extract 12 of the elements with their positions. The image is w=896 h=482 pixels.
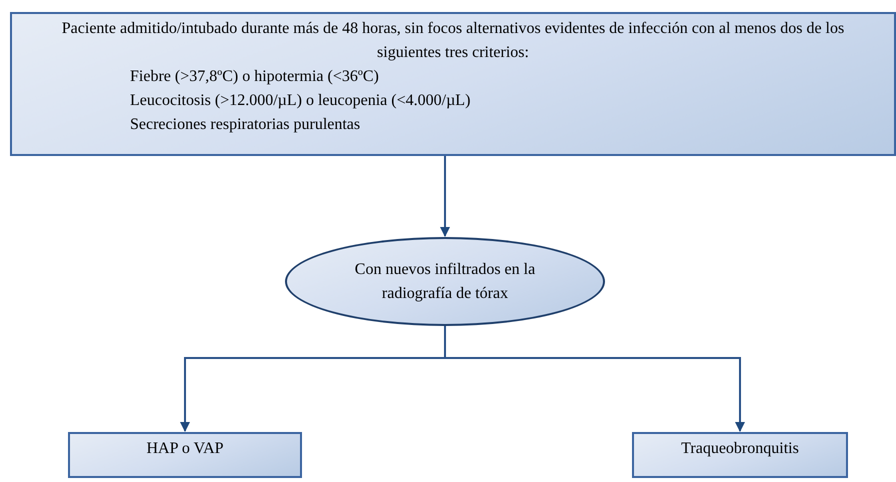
arrow bbox=[444, 326, 745, 432]
process-box bbox=[632, 432, 848, 478]
process-box bbox=[68, 432, 302, 478]
heading-text: Paciente admitido/intubado durante más de 48 horas, sin focos alternativos evidentes de infección con al menos dos de los siguientes tres criterios: bbox=[60, 19, 846, 63]
process-box bbox=[10, 12, 896, 156]
criterion-text: Fiebre (>37,8ºC) o hipotermia (<36ºC) bbox=[129, 67, 379, 87]
criterion-text: Secreciones respiratorias purulentas bbox=[129, 115, 360, 135]
criterion-text: Leucocitosis (>12.000/µL) o leucopenia (<4.000/µL) bbox=[129, 91, 470, 111]
node-label: HAP o VAP bbox=[145, 439, 225, 459]
node-label: Traqueobronquitis bbox=[680, 439, 800, 459]
node-label: Con nuevos infiltrados en la radiografía de tórax bbox=[354, 260, 536, 304]
arrow bbox=[440, 156, 450, 237]
